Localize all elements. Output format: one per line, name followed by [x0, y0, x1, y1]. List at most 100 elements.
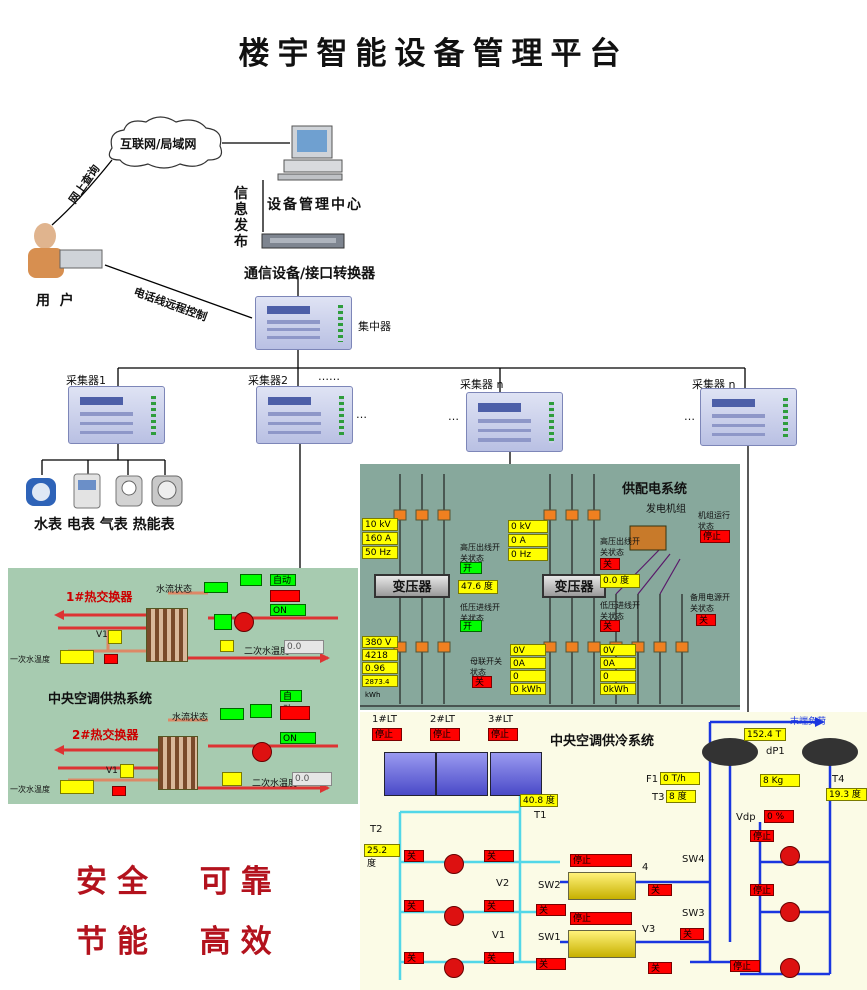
cooling-title: 中央空调供冷系统 — [550, 734, 655, 749]
lv-switch-1: 低压进线开关状态 — [460, 603, 500, 623]
primary-temp-1: 一次水温度 — [10, 655, 50, 664]
v1-label-b: V1 — [106, 766, 118, 776]
lv-open-1: 开 — [460, 620, 482, 632]
backup-switch: 备用电源开关状态 — [690, 593, 730, 613]
sw1-state: 关 — [536, 958, 566, 970]
valve-v1-a[interactable] — [108, 630, 122, 644]
lower-left-3: 2873.4 kWh — [362, 675, 398, 699]
converter-label: 通信设备/接口转换器 — [244, 266, 376, 282]
n4-state: 关 — [648, 884, 672, 896]
collector-n1-label: 采集器 n — [460, 378, 504, 391]
lower-mid-2: 0 — [510, 670, 546, 682]
secondary-temp-1: 二次水温度 — [244, 647, 290, 657]
center-label: 设备管理中心 — [267, 197, 363, 213]
v1-label-a: V1 — [96, 630, 108, 640]
chiller2-state[interactable]: 停止 — [570, 912, 632, 925]
n4-label: 4 — [642, 862, 649, 873]
ellipsis-n: … — [448, 410, 459, 423]
secondary-value-1: 0.0 — [284, 640, 324, 654]
water-flow-1: 水流状态 — [156, 585, 193, 595]
hv-close-2: 关 — [600, 558, 620, 570]
cooling-tower-3 — [490, 752, 542, 796]
alarm-1 — [270, 590, 300, 602]
chiller-1 — [568, 872, 636, 900]
temp-value-1: 47.6 度 — [458, 580, 498, 594]
auto-status-1: 自动 — [270, 574, 296, 586]
collector-n2-label: 采集器 n — [692, 378, 736, 391]
lower-left-0: 380 V — [362, 636, 398, 648]
heating-pipes — [54, 591, 338, 793]
kg-value: 8 Kg — [760, 774, 800, 787]
water-flow-2: 水流状态 — [172, 713, 209, 723]
t3-value: 8 度 — [666, 790, 696, 803]
heat-exchanger-1 — [146, 608, 188, 662]
lower-mid2-1: 0A — [600, 657, 636, 669]
right-stop-2: 停止 — [750, 884, 774, 896]
valve-v1-b[interactable] — [120, 764, 134, 778]
hv-switch-1: 高压出线开关状态 — [460, 543, 500, 563]
lt1-state: 停止 — [372, 728, 402, 741]
t1-value: 40.8 度 — [520, 794, 558, 807]
on-status-2: ON — [280, 732, 316, 744]
t3-label: T3 — [652, 792, 665, 803]
v2-label: V2 — [496, 878, 510, 889]
generator-label: 发电机组 — [646, 504, 686, 515]
slogan-line1: 安全 可靠 — [76, 864, 282, 900]
internet-label: 互联网/局域网 — [120, 137, 197, 151]
lt1-label: 1#LT — [372, 714, 398, 725]
cooling-panel: 中央空调供冷系统 1#LT 2#LT 3#LT 停止 停止 停止 末端负荷 15… — [360, 712, 867, 990]
ellipsis-n2: … — [684, 410, 695, 423]
sw3-state: 关 — [680, 928, 704, 940]
on-status-1: ON — [270, 604, 306, 616]
transformer-2: 变压器 — [542, 574, 606, 598]
v1-label: V1 — [492, 930, 506, 941]
alarm-2 — [280, 706, 310, 720]
lower-mid2-2: 0 — [600, 670, 636, 682]
t4-label: T4 — [832, 774, 845, 785]
page-title: 楼宇智能设备管理平台 — [238, 36, 629, 72]
transformer-1: 变压器 — [374, 574, 450, 598]
far-end-label: 末端负荷 — [790, 717, 827, 727]
left-reading-2: 50 Hz — [362, 546, 398, 559]
f1-value: 0 T/h — [660, 772, 700, 785]
mid-reading-0: 0 kV — [508, 520, 548, 533]
power-panel: 供配电系统 发电机组 机组运行状态 停止 10 kV 160 A 50 Hz 0… — [360, 464, 740, 710]
valve-small-2[interactable] — [222, 772, 242, 786]
lt3-label: 3#LT — [488, 714, 514, 725]
user-label: 用 户 — [36, 293, 74, 309]
cooling-pump-3 — [444, 958, 464, 978]
hx1-label: 1#热交换器 — [66, 590, 133, 604]
pump-state-b2: 关 — [484, 900, 514, 912]
chiller1-state[interactable]: 停止 — [570, 854, 632, 867]
valve-small-1[interactable] — [220, 640, 234, 652]
bus-close: 关 — [472, 676, 492, 688]
sw3-label: SW3 — [682, 908, 705, 919]
pump-state-a2: 关 — [404, 900, 424, 912]
heating-panel: 1#热交换器 水流状态 自动 ON V1 一次水温度 二次水温度 0.0 中央空… — [8, 568, 358, 804]
primary-alarm-2 — [112, 786, 126, 796]
pump-state-b3: 关 — [484, 952, 514, 964]
collector1-label: 采集器1 — [66, 374, 106, 387]
pump-indicator-1 — [214, 614, 232, 630]
mid-reading-2: 0 Hz — [508, 548, 548, 561]
primary-temp-box-1 — [60, 650, 94, 664]
lower-mid-1: 0A — [510, 657, 546, 669]
f1-label: F1 — [646, 774, 659, 785]
right-pump-2 — [780, 902, 800, 922]
meter-icons — [26, 473, 183, 509]
lower-mid-0: 0V — [510, 644, 546, 656]
cooling-pump-2 — [444, 906, 464, 926]
temp-value-2: 0.0 度 — [600, 574, 640, 588]
dp1-label: dP1 — [766, 746, 785, 757]
lt3-state: 停止 — [488, 728, 518, 741]
power-lines — [360, 474, 740, 707]
sw2-state: 关 — [536, 904, 566, 916]
ellipsis-2: … — [356, 408, 367, 421]
heating-title: 中央空调供热系统 — [48, 692, 153, 707]
flow-indicator-1 — [204, 582, 228, 593]
lower-mid2-0: 0V — [600, 644, 636, 656]
left-reading-0: 10 kV — [362, 518, 398, 531]
hv-switch-2: 高压出线开关状态 — [600, 537, 640, 557]
pump-1 — [234, 612, 254, 632]
